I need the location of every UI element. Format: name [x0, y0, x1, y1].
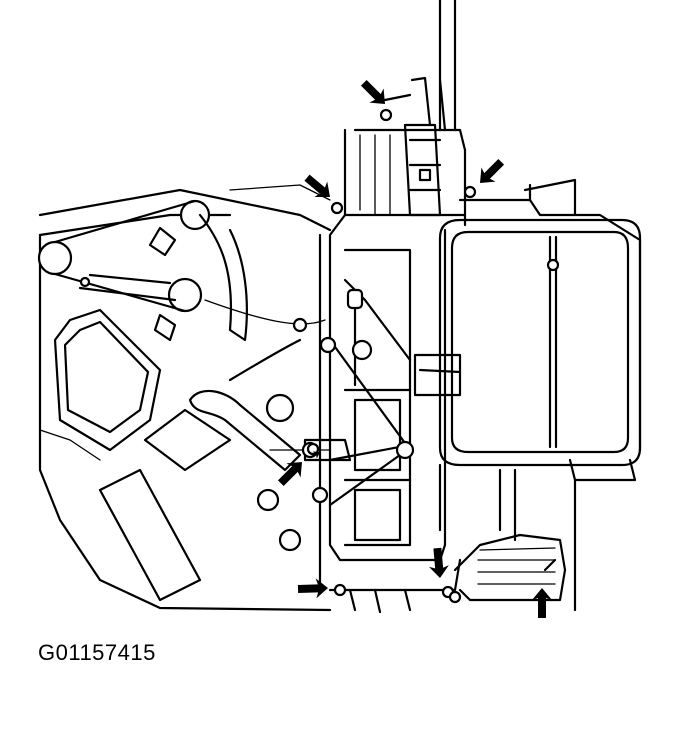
arrow-bottom-right: [532, 588, 552, 618]
screw-bottom-left: [333, 583, 347, 597]
filter-frame-outer: [438, 218, 642, 467]
screw-top: [379, 108, 393, 122]
arrow-top: [360, 79, 385, 104]
pivot-a: [265, 393, 295, 423]
pulley-middle: [167, 277, 203, 313]
figure-id-label: G01157415: [38, 640, 156, 665]
screw-upper-left: [330, 201, 344, 215]
arrow-upper-left: [304, 174, 330, 197]
left-linkage-assembly: [37, 184, 332, 612]
screw-mid-left: [306, 442, 320, 456]
screw-upper-right: [463, 185, 477, 199]
right-housing: [413, 0, 642, 612]
arrow-mid-left: [277, 462, 302, 487]
arrow-bottom-mid: [428, 547, 449, 578]
pulley-top: [179, 199, 211, 231]
pulley-left: [37, 240, 73, 276]
arrow-bottom-left: [297, 578, 328, 599]
main-case: [301, 76, 477, 614]
arrow-upper-right: [480, 158, 505, 183]
arrow-extra-mid: [310, 451, 320, 459]
lower-duct: [98, 468, 202, 602]
callout-arrows: [277, 79, 552, 618]
filter-frame-inner: [450, 230, 630, 454]
screw-bottom-right-b: [448, 590, 462, 604]
